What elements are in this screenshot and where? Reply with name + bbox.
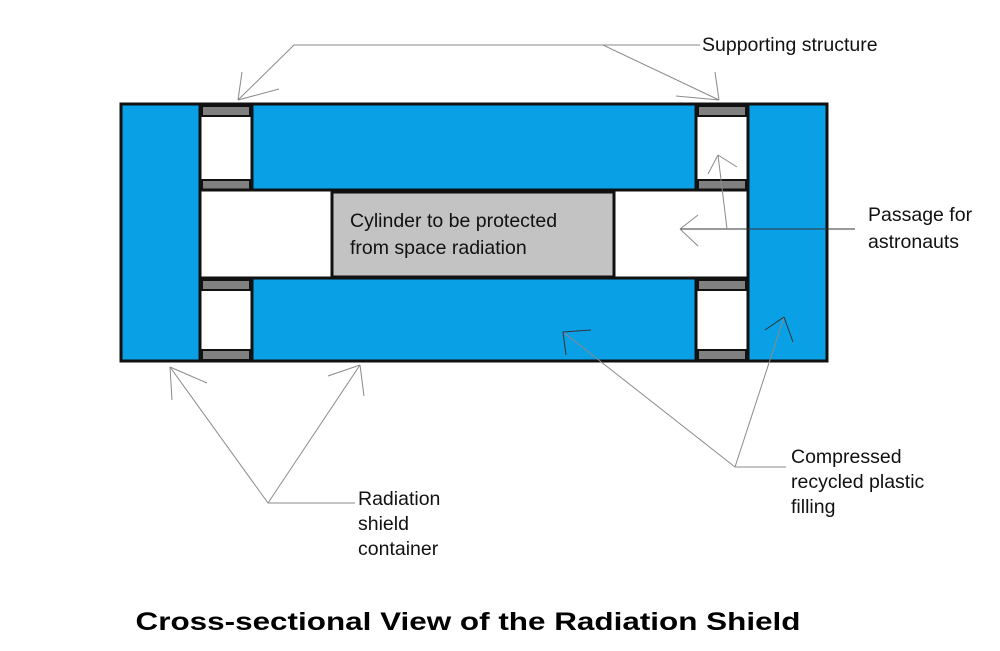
compressed-label-line2: recycled plastic: [791, 471, 925, 493]
supporting-structure-label: Supporting structure: [702, 34, 878, 56]
support-bar-left-bottom-2: [201, 349, 251, 361]
top-plastic-filling: [250, 102, 698, 192]
support-bar-left-top-1: [201, 105, 251, 117]
protected-cylinder: [330, 190, 616, 279]
support-bar-right-bottom-1: [697, 279, 747, 291]
compressed-label-line3: filling: [791, 496, 835, 518]
passage-label-line1: Passage for: [868, 204, 973, 226]
support-bar-right-top-1: [697, 105, 747, 117]
diagram-title: Cross-sectional View of the Radiation Sh…: [136, 608, 801, 636]
container-label-line3: container: [358, 538, 439, 560]
cylinder-label-line2: from space radiation: [350, 237, 527, 259]
bottom-plastic-filling: [250, 276, 698, 363]
passage-label-line2: astronauts: [868, 231, 959, 253]
passage-leader: [679, 154, 855, 247]
support-bar-left-bottom-1: [201, 279, 251, 291]
supporting-structure-leader: [237, 44, 720, 101]
container-label-line2: shield: [358, 513, 409, 535]
container-leader: [169, 364, 365, 504]
container-label-line1: Radiation: [358, 488, 440, 510]
support-bar-right-bottom-2: [697, 349, 747, 361]
compressed-label-line1: Compressed: [791, 446, 902, 468]
cylinder-label-line1: Cylinder to be protected: [350, 210, 557, 232]
compressed-filling-leader: [562, 316, 794, 468]
